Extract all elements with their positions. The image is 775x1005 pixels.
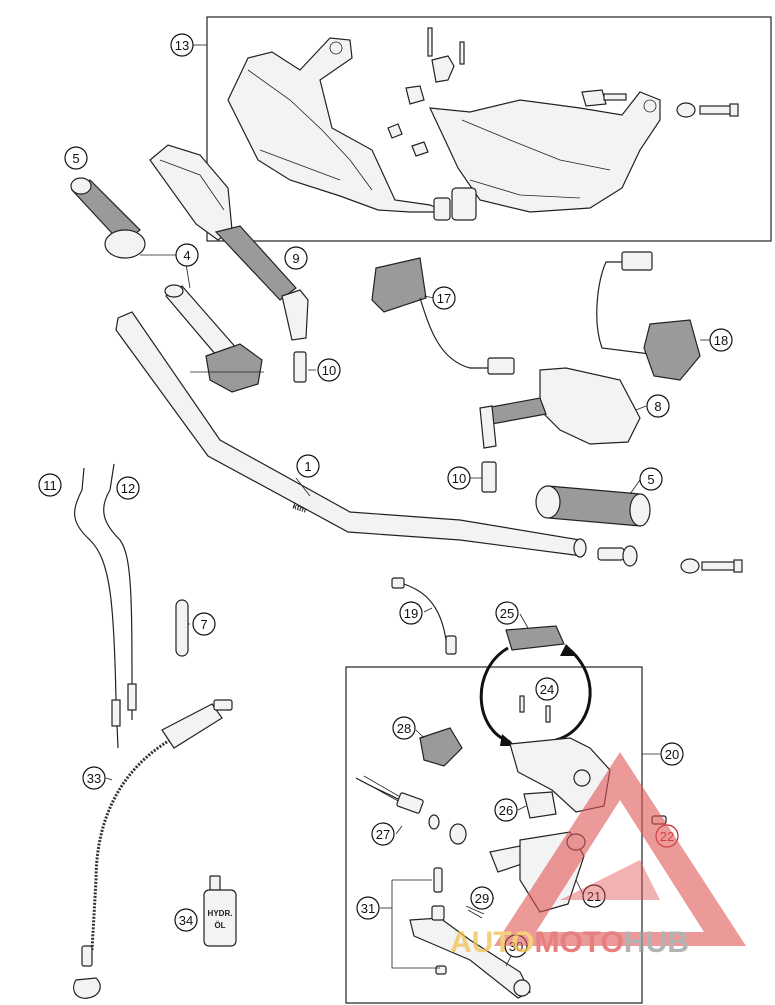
left-handguard — [227, 37, 447, 213]
brake-master-cylinder-box — [345, 666, 643, 1004]
svg-text:26: 26 — [499, 803, 513, 818]
svg-text:29: 29 — [475, 891, 489, 906]
svg-text:8: 8 — [654, 399, 661, 414]
callout-17: 17 — [432, 286, 456, 310]
left-switch-unit — [371, 257, 515, 375]
oil-label-line2: ÖL — [214, 921, 225, 930]
callout-9: 9 — [284, 246, 308, 270]
oil-label-line1: HYDR. — [208, 909, 233, 918]
mirror-adapter-left — [293, 351, 307, 383]
svg-text:27: 27 — [376, 827, 390, 842]
clamp-bracket — [523, 791, 557, 819]
svg-text:5: 5 — [647, 472, 654, 487]
handguard-mount-hardware — [387, 27, 739, 221]
callout-28: 28 — [392, 716, 416, 740]
right-switch-unit — [596, 251, 701, 381]
right-grip — [535, 485, 651, 527]
watermark-part1: AUTO — [450, 926, 534, 959]
callout-19: 19 — [399, 601, 423, 625]
callout-20: 20 — [660, 742, 684, 766]
left-grip — [70, 177, 146, 259]
right-mirror — [479, 367, 641, 449]
callout-18: 18 — [709, 328, 733, 352]
svg-text:10: 10 — [322, 363, 336, 378]
watermark-logo: AUTOMOTOHUB — [450, 752, 746, 959]
svg-text:12: 12 — [121, 481, 135, 496]
brake-lever — [409, 867, 531, 999]
callout-7: 7 — [192, 612, 216, 636]
callout-5-left: 5 — [64, 146, 88, 170]
callout-33: 33 — [82, 766, 106, 790]
callout-12: 12 — [116, 476, 140, 500]
svg-text:17: 17 — [437, 291, 451, 306]
master-cylinder-body — [509, 737, 611, 813]
callout-24: 24 — [535, 677, 559, 701]
callout-29: 29 — [470, 886, 494, 910]
svg-text:5: 5 — [72, 151, 79, 166]
svg-text:9: 9 — [292, 251, 299, 266]
callout-10-left: 10 — [317, 358, 341, 382]
callout-13: 13 — [170, 33, 194, 57]
callout-10-right: 10 — [447, 466, 471, 490]
hydraulic-oil-bottle: HYDR. ÖL — [203, 875, 237, 947]
callout-8: 8 — [646, 394, 670, 418]
svg-text:31: 31 — [361, 901, 375, 916]
svg-text:13: 13 — [175, 38, 189, 53]
handguard-kit-box — [206, 16, 772, 242]
svg-text:4: 4 — [183, 248, 190, 263]
right-handguard — [429, 91, 661, 213]
bar-end-weights — [597, 545, 743, 574]
callout-31: 31 — [356, 896, 380, 920]
svg-text:21: 21 — [587, 889, 601, 904]
svg-text:19: 19 — [404, 606, 418, 621]
callout-1: 1 — [296, 454, 320, 478]
stop-switch-wire — [391, 577, 457, 655]
svg-text:20: 20 — [665, 747, 679, 762]
watermark-text: AUTOMOTOHUB — [450, 926, 689, 959]
master-cylinder-clamp — [419, 727, 463, 767]
callout-4: 4 — [175, 243, 199, 267]
callout-34: 34 — [174, 908, 198, 932]
svg-text:28: 28 — [397, 721, 411, 736]
watermark-part2: MOTO — [534, 926, 623, 959]
reservoir-cover — [505, 625, 565, 651]
callout-27: 27 — [371, 822, 395, 846]
mirror-adapter-right — [481, 461, 497, 493]
svg-text:34: 34 — [179, 913, 193, 928]
svg-text:1: 1 — [304, 459, 311, 474]
throttle-cables — [74, 463, 137, 749]
svg-text:11: 11 — [43, 478, 57, 493]
cable-clip — [175, 599, 189, 657]
callout-5-right: 5 — [639, 467, 663, 491]
throttle-twistgrip — [164, 284, 263, 393]
rotation-arrow — [479, 644, 592, 746]
svg-text:24: 24 — [540, 682, 554, 697]
callout-11: 11 — [38, 473, 62, 497]
left-mirror — [149, 144, 309, 341]
callout-25: 25 — [495, 601, 519, 625]
handlebar: ktm — [115, 311, 587, 558]
svg-text:18: 18 — [714, 333, 728, 348]
piston-kit — [355, 775, 467, 845]
svg-text:33: 33 — [87, 771, 101, 786]
callout-21: 21 — [582, 884, 606, 908]
callout-26: 26 — [494, 798, 518, 822]
watermark-part3: HUB — [624, 926, 689, 959]
svg-text:10: 10 — [452, 471, 466, 486]
svg-text:7: 7 — [200, 617, 207, 632]
brake-hose — [73, 699, 233, 999]
svg-text:25: 25 — [500, 606, 514, 621]
watermark-triangle — [494, 752, 746, 946]
